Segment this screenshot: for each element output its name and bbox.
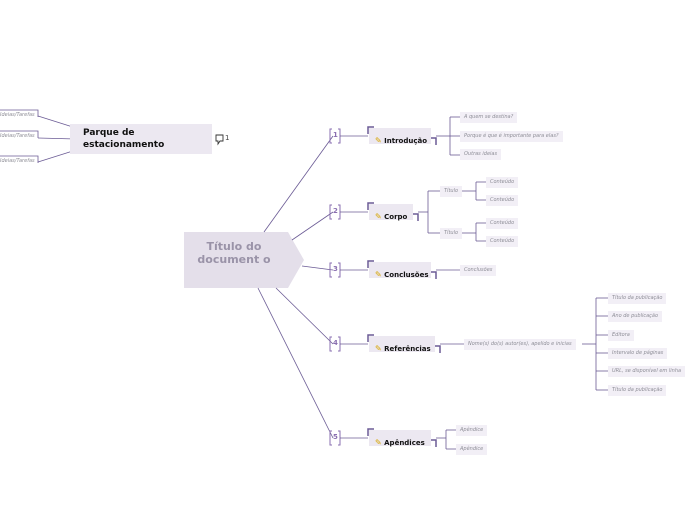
comment-icon[interactable] <box>215 134 224 146</box>
central-connectors <box>257 135 334 439</box>
branch-label: Corpo <box>384 213 408 221</box>
subtopic[interactable]: Conteúdo <box>486 177 519 188</box>
parking-lot-node[interactable] <box>70 124 212 154</box>
branch-links <box>340 135 368 439</box>
parking-idea[interactable]: Ideias/Tarefas <box>0 133 35 139</box>
central-node-shape[interactable] <box>184 232 304 288</box>
pencil-icon: ✎ <box>375 136 382 145</box>
branch-number: 3 <box>333 265 338 273</box>
subtopic[interactable]: Título da publicação <box>608 385 667 396</box>
body-connectors <box>418 181 486 242</box>
number-brackets <box>329 128 341 446</box>
branch-node-appendices[interactable]: ✎ Apêndices <box>369 430 431 447</box>
branch-label: Conclusões <box>384 271 429 279</box>
parking-idea[interactable]: Ideias/Tarefas <box>0 112 35 118</box>
branch-node-body[interactable]: ✎ Corpo <box>369 204 413 221</box>
subtopic[interactable]: Apêndice <box>456 425 488 436</box>
branch-node-references[interactable]: ✎ Referências <box>369 336 435 353</box>
subtopic[interactable]: Conteúdo <box>486 195 519 206</box>
main-node-corners <box>367 126 441 447</box>
subtopic[interactable]: Outras ideias <box>460 149 502 160</box>
subtopic[interactable]: A quem se destina? <box>460 112 518 123</box>
branch-node-introduction[interactable]: ✎ Introdução <box>369 128 431 145</box>
subtopic[interactable]: Porque é que é importante para elas? <box>460 131 563 142</box>
central-node-title: Título do document o <box>197 240 271 266</box>
subtopic[interactable]: Apêndice <box>456 444 488 455</box>
pencil-icon: ✎ <box>375 438 382 447</box>
comment-count: 1 <box>225 134 230 142</box>
subtopic[interactable]: Conteúdo <box>486 236 519 247</box>
branch-number: 5 <box>333 433 338 441</box>
branch-label: Apêndices <box>384 439 425 447</box>
branch-number: 1 <box>333 131 338 139</box>
subtopic[interactable]: Título <box>440 228 463 239</box>
subtopic[interactable]: Ano de publicação <box>608 311 663 322</box>
branch-label: Introdução <box>384 137 428 145</box>
subtopic[interactable]: Título da publicação <box>608 293 667 304</box>
subtopic[interactable]: Editora <box>608 330 634 341</box>
subtopic[interactable]: Nome(s) do(s) autor(es), apelido e inici… <box>464 339 576 350</box>
appendix-connectors <box>436 429 456 450</box>
subtopic[interactable]: Conteúdo <box>486 218 519 229</box>
branch-node-conclusions[interactable]: ✎ Conclusões <box>369 262 431 279</box>
subtopic[interactable]: Conclusões <box>460 265 497 276</box>
subtopic[interactable]: Título <box>440 186 463 197</box>
parking-connectors <box>0 109 77 163</box>
branch-label: Referências <box>384 345 431 353</box>
subtopic[interactable]: URL, se disponível em linha <box>608 366 686 377</box>
parking-idea[interactable]: Ideias/Tarefas <box>0 158 35 164</box>
pencil-icon: ✎ <box>375 270 382 279</box>
branch-number: 2 <box>333 207 338 215</box>
reference-connectors <box>440 297 608 391</box>
intro-connectors <box>436 116 460 156</box>
pencil-icon: ✎ <box>375 212 382 221</box>
pencil-icon: ✎ <box>375 344 382 353</box>
branch-number: 4 <box>333 339 338 347</box>
subtopic[interactable]: Intervalo de páginas <box>608 348 668 359</box>
parking-lot-title: Parque de estacionamento <box>83 128 165 150</box>
